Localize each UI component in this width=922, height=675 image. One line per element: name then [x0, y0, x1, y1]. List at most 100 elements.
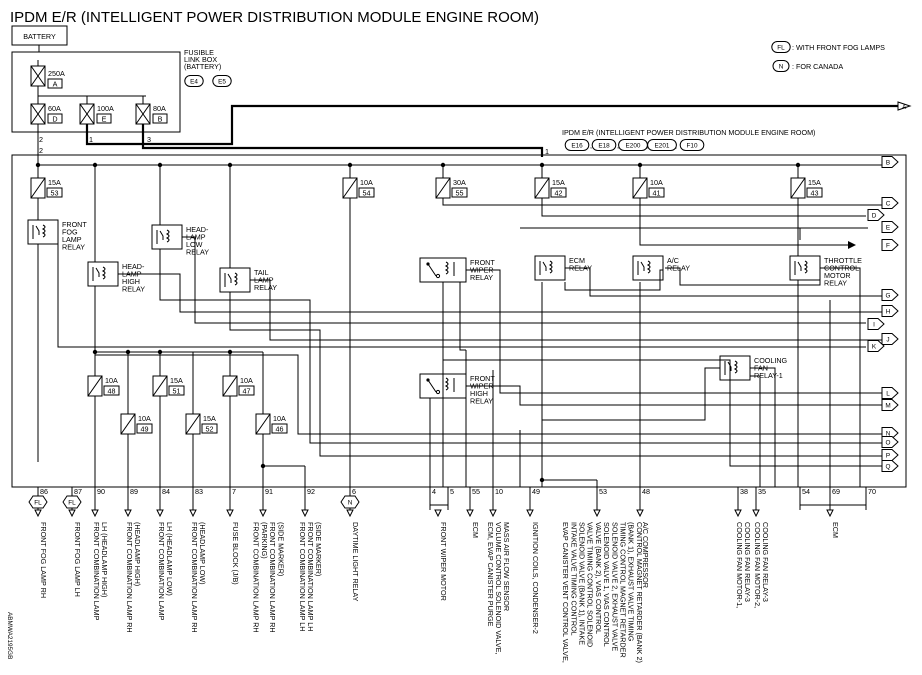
load-label: A/C COMPRESSOR: [641, 522, 650, 588]
connector-e4: E4: [184, 75, 204, 87]
svg-text:H: H: [886, 309, 891, 316]
terminal-5: 5: [450, 487, 454, 496]
connector-id: F10: [686, 143, 697, 150]
svg-text:60A: 60A: [48, 104, 61, 113]
svg-text:15A: 15A: [552, 178, 565, 187]
svg-text:I: I: [873, 322, 875, 329]
n-symbol: N: [340, 495, 360, 509]
terminal-10: 10: [495, 487, 503, 496]
svg-text:L: L: [886, 391, 890, 398]
connector-B: B: [881, 156, 899, 168]
load-label: COOLING FAN MOTOR-1,: [735, 522, 744, 608]
load-label: DAYTIME LIGHT RELAY: [351, 522, 360, 602]
junction-dot: [260, 463, 266, 469]
connector-L: L: [881, 387, 899, 399]
load-label: FUSE BLOCK (J/B): [231, 522, 240, 585]
svg-text:M: M: [885, 403, 890, 410]
terminal-38: 38: [740, 487, 748, 496]
load-label: LH (HEADLAMP LOW): [165, 522, 174, 596]
terminal-70: 70: [868, 487, 876, 496]
svg-text:10A: 10A: [273, 414, 286, 423]
load-label: SOLENOID VALVE 2, EXHAUST VALVE: [610, 522, 619, 651]
load-label: FRONT COMBINATION LAMP LH: [298, 522, 307, 631]
load-label: COOLING FAN RELAY-3: [743, 522, 752, 602]
terminal-6: 6: [352, 487, 356, 496]
front-wiper-relay: [419, 257, 467, 283]
relay-label: HIGH: [122, 277, 140, 286]
load-label: (SIDE MARKER): [276, 522, 285, 576]
connector-F: F: [881, 239, 899, 251]
svg-text:41: 41: [653, 189, 661, 198]
sep: ,: [617, 141, 619, 150]
load-label: (HEADLAMP LOW): [198, 522, 207, 585]
terminal: 1: [89, 135, 93, 144]
headlamp-low-relay: [151, 224, 183, 250]
terminal: 2: [39, 146, 43, 155]
relay-label: HIGH: [470, 389, 488, 398]
load-label: ECM: [471, 522, 480, 538]
relay-label: RELAY: [122, 285, 145, 294]
relay-label: LAMP: [186, 233, 206, 242]
svg-text:52: 52: [206, 425, 214, 434]
terminal-54: 54: [802, 487, 810, 496]
connector-D: D: [867, 209, 885, 221]
svg-text:48: 48: [108, 387, 116, 396]
relay-label: RELAY-1: [754, 371, 783, 380]
svg-text:51: 51: [173, 387, 181, 396]
connector-f10: F10: [679, 139, 705, 151]
sep: ,: [675, 141, 677, 150]
fusible-link-label: LINK BOX: [184, 55, 217, 64]
svg-text:49: 49: [141, 425, 149, 434]
connector-e200: E200: [618, 139, 648, 151]
legend-fl: FL: [771, 41, 791, 53]
svg-text:10A: 10A: [105, 376, 118, 385]
svg-text:D: D: [872, 213, 877, 220]
junction-dot: [35, 162, 41, 168]
connector-G: G: [881, 289, 899, 301]
terminal-4: 4: [432, 487, 436, 496]
front-fog-lamp-relay: [27, 219, 59, 245]
load-label: INTAKE VALVE TIMING CONTROL: [569, 522, 578, 636]
svg-text:C: C: [886, 201, 891, 208]
relay-label: RELAY: [470, 397, 493, 406]
load-label: VALVE (BANK 2), VIAS CONTROL: [594, 522, 603, 634]
load-label: CONTROL MAGNET RETARDER (BANK 2): [635, 522, 644, 663]
connector-P: P: [881, 449, 899, 461]
connector-id: E16: [571, 143, 583, 150]
connector-O: O: [881, 436, 899, 448]
svg-text:54: 54: [363, 189, 371, 198]
terminal-48: 48: [642, 487, 650, 496]
junction-dot: [347, 162, 353, 168]
connector-I: I: [867, 318, 885, 330]
connector-id: E200: [626, 143, 641, 150]
terminal-84: 84: [162, 487, 170, 496]
svg-text:D: D: [52, 115, 57, 124]
ipdm-label: IPDM E/R (INTELLIGENT POWER DISTRIBUTION…: [562, 128, 815, 137]
load-label: (HEADLAMP HIGH): [133, 522, 142, 586]
relay-label: FOG: [62, 228, 78, 237]
load-label: EVAP CANISTER VENT CONTROL VALVE,: [561, 522, 570, 663]
headlamp-high-relay: [87, 261, 119, 287]
connector-H: H: [881, 305, 899, 317]
terminal: 3: [147, 135, 151, 144]
load-label: FRONT FOG LAMP LH: [73, 522, 82, 597]
relay-label: RELAY: [62, 243, 85, 252]
load-label: ECM: [831, 522, 840, 538]
fusible-link-label: FUSIBLE: [184, 48, 214, 57]
load-label: FRONT COMBINATION LAMP: [92, 522, 101, 621]
junction-dot: [637, 162, 643, 168]
page-title: IPDM E/R (INTELLIGENT POWER DISTRIBUTION…: [10, 9, 539, 26]
load-label: COOLING FAN RELAY-3: [761, 522, 770, 602]
svg-text:B: B: [886, 160, 890, 167]
connector-M: M: [881, 399, 899, 411]
svg-text:K: K: [872, 344, 877, 351]
terminal-83: 83: [195, 487, 203, 496]
svg-text:10A: 10A: [650, 178, 663, 187]
